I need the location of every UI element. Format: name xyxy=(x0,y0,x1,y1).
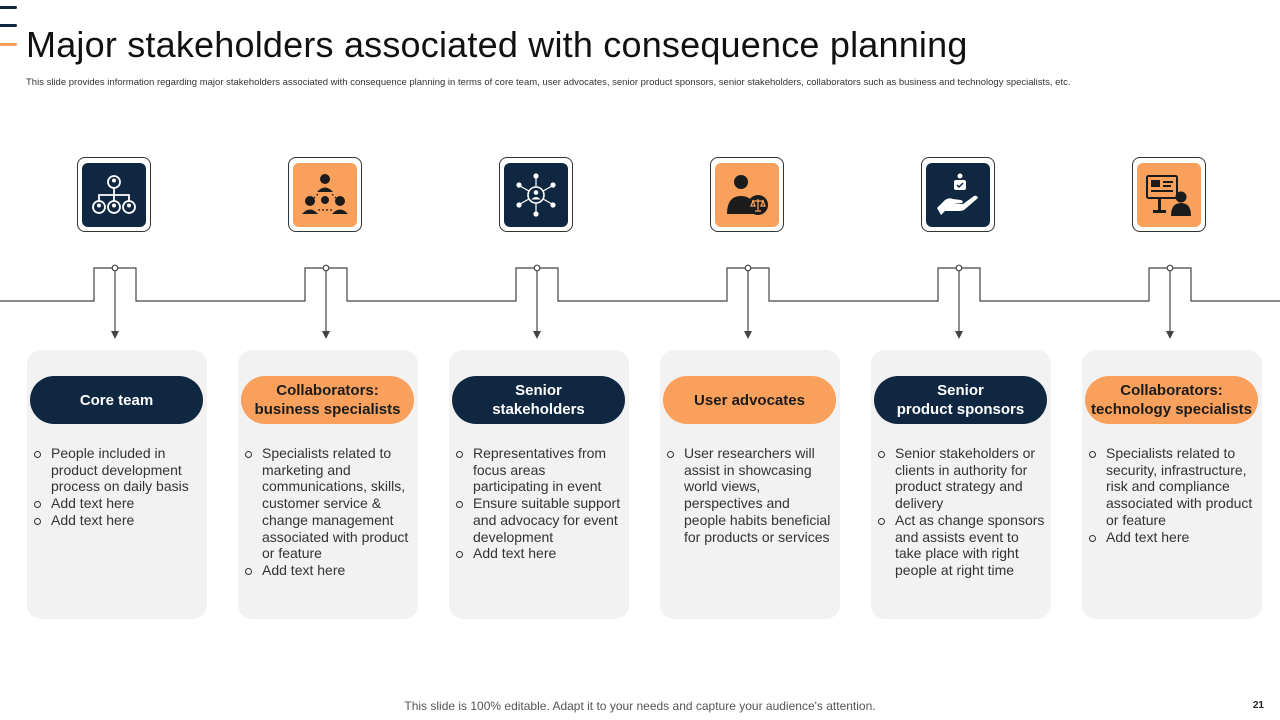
stakeholder-card-user-advocates: User advocates User researchers will ass… xyxy=(660,350,840,619)
timeline-connector xyxy=(0,264,1280,339)
card-heading: Senior product sponsors xyxy=(874,376,1047,424)
bullet-list: People included in product development p… xyxy=(27,445,207,529)
list-item: Add text here xyxy=(27,512,207,529)
bullet-list: Representatives from focus areas partici… xyxy=(449,445,629,562)
list-item: Representatives from focus areas partici… xyxy=(449,445,629,495)
stakeholder-network-icon xyxy=(516,172,556,217)
hand-sponsor-icon xyxy=(937,173,978,215)
icon-frame-product-sponsors xyxy=(921,157,995,232)
footer-note: This slide is 100% editable. Adapt it to… xyxy=(404,699,876,713)
bullet-list: Specialists related to marketing and com… xyxy=(238,445,418,579)
icon-frame-core-team xyxy=(77,157,151,232)
list-item: Specialists related to security, infrast… xyxy=(1082,445,1262,529)
page-title: Major stakeholders associated with conse… xyxy=(26,24,968,65)
icon-frame-business-specialists xyxy=(288,157,362,232)
list-item: Specialists related to marketing and com… xyxy=(238,445,418,562)
card-heading: Collaborators: business specialists xyxy=(241,376,414,424)
card-heading: Collaborators: technology specialists xyxy=(1085,376,1258,424)
card-heading: User advocates xyxy=(663,376,836,424)
list-item: Add text here xyxy=(1082,529,1262,546)
technology-presentation-icon xyxy=(1146,174,1191,216)
team-collaboration-icon xyxy=(302,173,348,214)
organization-chart-icon xyxy=(92,174,136,214)
stakeholder-card-technology-specialists: Collaborators: technology specialists Sp… xyxy=(1082,350,1262,619)
card-heading: Core team xyxy=(30,376,203,424)
icon-frame-user-advocates xyxy=(710,157,784,232)
list-item: Act as change sponsors and assists event… xyxy=(871,512,1051,579)
page-number: 21 xyxy=(1252,700,1264,711)
bullet-list: Specialists related to security, infrast… xyxy=(1082,445,1262,545)
list-item: Senior stakeholders or clients in author… xyxy=(871,445,1051,512)
list-item: People included in product development p… xyxy=(27,445,207,495)
user-advocate-icon xyxy=(727,174,768,215)
icon-frame-technology-specialists xyxy=(1132,157,1206,232)
list-item: Add text here xyxy=(238,562,418,579)
stakeholder-card-senior-stakeholders: Senior stakeholders Representatives from… xyxy=(449,350,629,619)
stakeholder-card-business-specialists: Collaborators: business specialists Spec… xyxy=(238,350,418,619)
page-subtitle: This slide provides information regardin… xyxy=(26,77,1071,88)
bullet-list: User researchers will assist in showcasi… xyxy=(660,445,840,545)
list-item: Add text here xyxy=(449,545,629,562)
stakeholder-card-core-team: Core team People included in product dev… xyxy=(27,350,207,619)
stakeholder-card-product-sponsors: Senior product sponsors Senior stakehold… xyxy=(871,350,1051,619)
list-item: Ensure suitable support and advocacy for… xyxy=(449,495,629,545)
card-heading: Senior stakeholders xyxy=(452,376,625,424)
list-item: Add text here xyxy=(27,495,207,512)
list-item: User researchers will assist in showcasi… xyxy=(660,445,840,545)
icon-frame-senior-stakeholders xyxy=(499,157,573,232)
bullet-list: Senior stakeholders or clients in author… xyxy=(871,445,1051,579)
